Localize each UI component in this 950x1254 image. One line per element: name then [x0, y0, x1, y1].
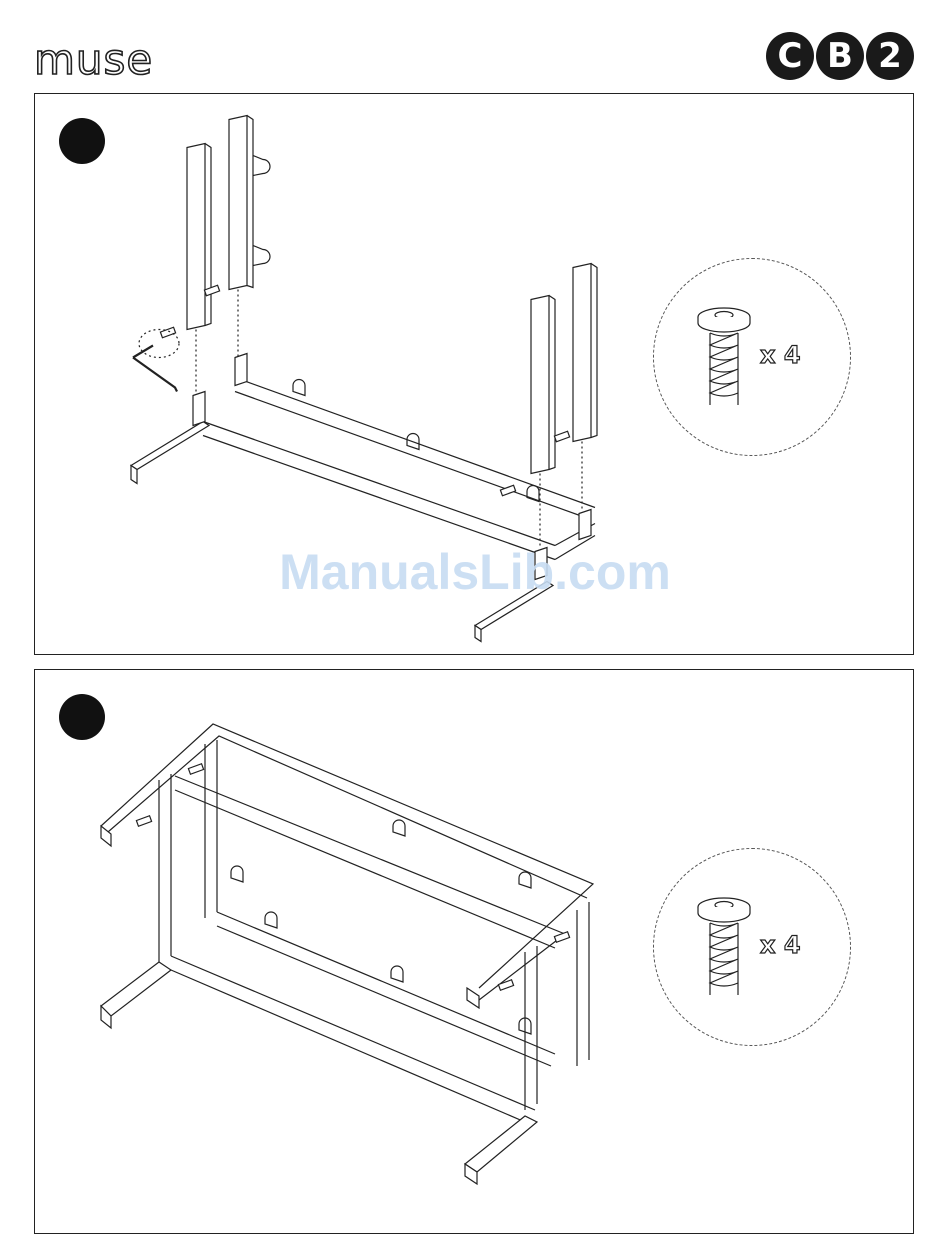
allen-key-icon [133, 330, 179, 392]
upright-post-back-right [573, 264, 597, 442]
step-1-quantity: x 4 [760, 341, 801, 369]
step-2-panel: x 4 [34, 669, 914, 1234]
bolt-icon [160, 285, 569, 495]
cb2-logo: C B 2 [766, 32, 914, 82]
logo-letter-c: C [766, 32, 814, 80]
step-1-panel: x 4 [34, 93, 914, 655]
upright-post-front-right [531, 296, 555, 474]
logo-letter-2: 2 [866, 32, 914, 80]
brand-logo: muse [34, 36, 153, 84]
step-1-hardware-callout: x 4 [653, 258, 851, 456]
step-2-quantity: x 4 [760, 931, 801, 959]
step-2-hardware-callout: x 4 [653, 848, 851, 1046]
screw-icon [694, 307, 754, 417]
upright-post-back-left [229, 116, 253, 290]
screw-icon [694, 897, 754, 1007]
logo-letter-b: B [816, 32, 864, 80]
bolt-icon [136, 764, 569, 990]
upright-post-front-left [187, 144, 211, 330]
